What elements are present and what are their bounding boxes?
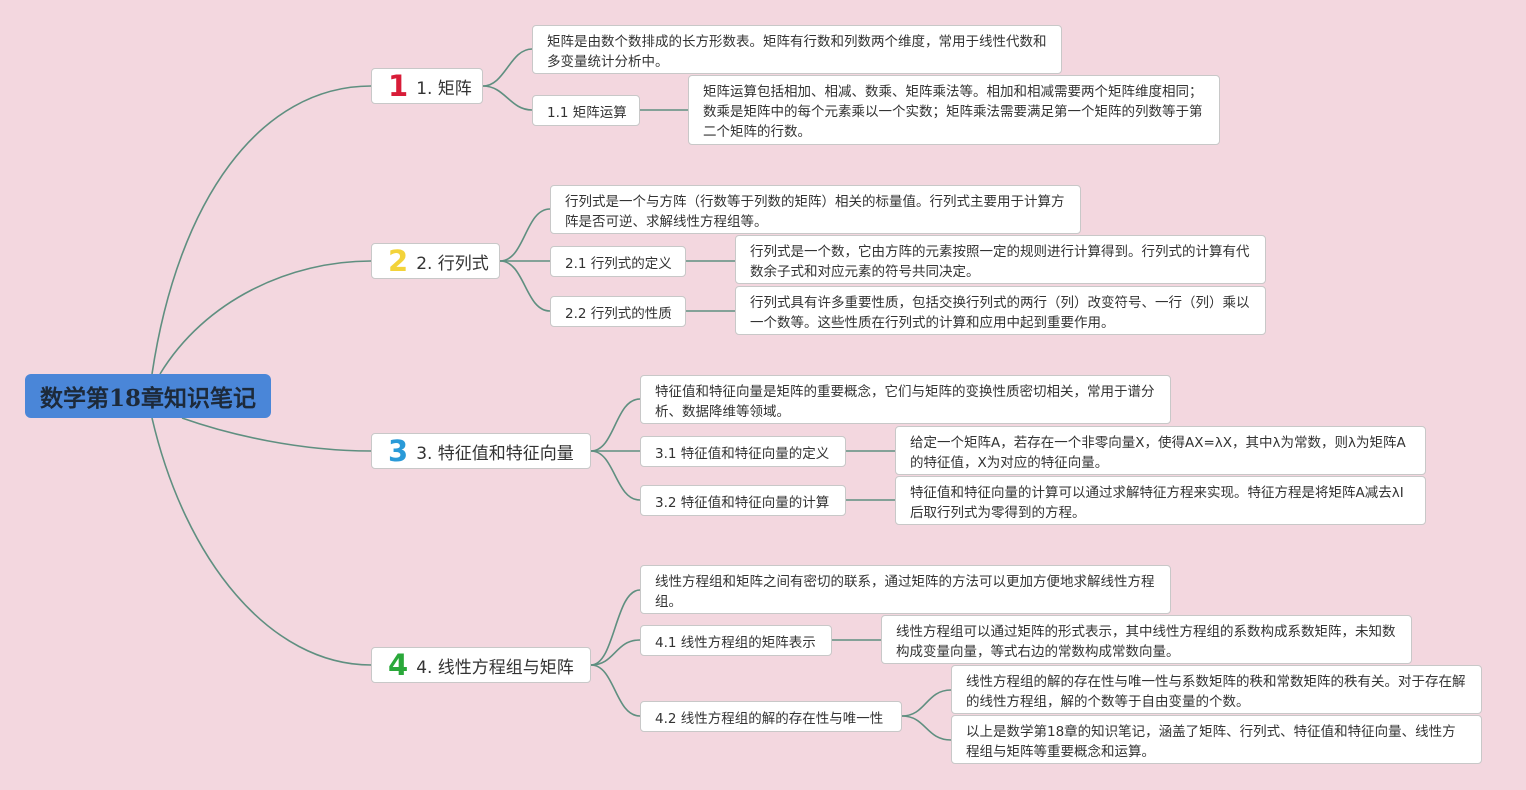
link-4-sub2: [590, 664, 641, 717]
summary-matrix[interactable]: 矩阵是由数个数排成的长方形数表。矩阵有行数和列数两个维度，常用于线性代数和多变量…: [532, 25, 1062, 74]
topic-eigen[interactable]: 3 3. 特征值和特征向量: [371, 433, 591, 469]
subtopic-label: 2.1 行列式的定义: [565, 255, 672, 272]
number-1-icon: 1: [388, 68, 409, 103]
summary-linear-systems[interactable]: 线性方程组和矩阵之间有密切的联系，通过矩阵的方法可以更加方便地求解线性方程组。: [640, 565, 1171, 614]
detail-4-1[interactable]: 线性方程组可以通过矩阵的形式表示，其中线性方程组的系数构成系数矩阵，未知数构成变…: [881, 615, 1412, 664]
summary-text: 行列式是一个与方阵（行数等于列数的矩阵）相关的标量值。行列式主要用于计算方阵是否…: [565, 194, 1065, 230]
topic-label: 3. 特征值和特征向量: [416, 443, 574, 464]
root-topic[interactable]: 数学第18章知识笔记: [25, 374, 271, 418]
summary-eigen[interactable]: 特征值和特征向量是矩阵的重要概念，它们与矩阵的变换性质密切相关，常用于谱分析、数…: [640, 375, 1171, 424]
detail-4-2-b[interactable]: 以上是数学第18章的知识笔记，涵盖了矩阵、行列式、特征值和特征向量、线性方程组与…: [951, 715, 1482, 764]
number-3-icon: 3: [388, 433, 409, 468]
detail-1-1[interactable]: 矩阵运算包括相加、相减、数乘、矩阵乘法等。相加和相减需要两个矩阵维度相同；数乘是…: [688, 75, 1220, 145]
link-1-sub1: [482, 85, 533, 111]
subtopic-label: 2.2 行列式的性质: [565, 305, 672, 322]
link-2-summary: [499, 208, 551, 262]
link-4.2-detail1: [901, 689, 952, 717]
topic-label: 1. 矩阵: [416, 78, 472, 99]
topic-matrix[interactable]: 1 1. 矩阵: [371, 68, 483, 104]
subtopic-3-1[interactable]: 3.1 特征值和特征向量的定义: [640, 436, 846, 467]
detail-2-2[interactable]: 行列式具有许多重要性质，包括交换行列式的两行（列）改变符号、一行（列）乘以一个数…: [735, 286, 1266, 335]
link-4.2-detail2: [901, 715, 952, 741]
detail-text: 矩阵运算包括相加、相减、数乘、矩阵乘法等。相加和相减需要两个矩阵维度相同；数乘是…: [703, 84, 1203, 140]
summary-text: 矩阵是由数个数排成的长方形数表。矩阵有行数和列数两个维度，常用于线性代数和多变量…: [547, 34, 1047, 70]
subtopic-1-1[interactable]: 1.1 矩阵运算: [532, 95, 640, 126]
subtopic-label: 3.1 特征值和特征向量的定义: [655, 445, 830, 462]
subtopic-3-2[interactable]: 3.2 特征值和特征向量的计算: [640, 485, 846, 516]
summary-text: 特征值和特征向量是矩阵的重要概念，它们与矩阵的变换性质密切相关，常用于谱分析、数…: [655, 384, 1155, 420]
topic-determinant[interactable]: 2 2. 行列式: [371, 243, 500, 279]
subtopic-4-1[interactable]: 4.1 线性方程组的矩阵表示: [640, 625, 832, 656]
number-4-icon: 4: [388, 647, 409, 682]
summary-text: 线性方程组和矩阵之间有密切的联系，通过矩阵的方法可以更加方便地求解线性方程组。: [655, 574, 1155, 610]
subtopic-label: 1.1 矩阵运算: [547, 104, 627, 121]
subtopic-label: 3.2 特征值和特征向量的计算: [655, 494, 830, 511]
detail-3-1[interactable]: 给定一个矩阵A，若存在一个非零向量X，使得AX=λX，其中λ为常数，则λ为矩阵A…: [895, 426, 1426, 475]
link-2-sub2: [499, 260, 551, 312]
detail-4-2-a[interactable]: 线性方程组的解的存在性与唯一性与系数矩阵的秩和常数矩阵的秩有关。对于存在解的线性…: [951, 665, 1482, 714]
link-root-2: [159, 260, 372, 375]
detail-text: 给定一个矩阵A，若存在一个非零向量X，使得AX=λX，其中λ为常数，则λ为矩阵A…: [910, 435, 1406, 471]
detail-text: 行列式具有许多重要性质，包括交换行列式的两行（列）改变符号、一行（列）乘以一个数…: [750, 295, 1250, 331]
topic-linear-systems[interactable]: 4 4. 线性方程组与矩阵: [371, 647, 591, 683]
subtopic-2-2[interactable]: 2.2 行列式的性质: [550, 296, 686, 327]
link-3-summary: [590, 398, 641, 452]
topic-label: 4. 线性方程组与矩阵: [416, 657, 574, 678]
root-title: 数学第18章知识笔记: [39, 385, 256, 412]
link-root-3: [181, 417, 372, 452]
detail-text: 以上是数学第18章的知识笔记，涵盖了矩阵、行列式、特征值和特征向量、线性方程组与…: [966, 724, 1456, 760]
subtopic-4-2[interactable]: 4.2 线性方程组的解的存在性与唯一性: [640, 701, 902, 732]
link-root-4: [151, 417, 372, 666]
link-root-1: [151, 85, 372, 375]
detail-3-2[interactable]: 特征值和特征向量的计算可以通过求解特征方程来实现。特征方程是将矩阵A减去λI后取…: [895, 476, 1426, 525]
link-3-sub2: [590, 450, 641, 501]
detail-2-1[interactable]: 行列式是一个数，它由方阵的元素按照一定的规则进行计算得到。行列式的计算有代数余子…: [735, 235, 1266, 284]
link-4-summary: [590, 589, 641, 666]
detail-text: 行列式是一个数，它由方阵的元素按照一定的规则进行计算得到。行列式的计算有代数余子…: [750, 244, 1250, 280]
summary-determinant[interactable]: 行列式是一个与方阵（行数等于列数的矩阵）相关的标量值。行列式主要用于计算方阵是否…: [550, 185, 1081, 234]
detail-text: 线性方程组可以通过矩阵的形式表示，其中线性方程组的系数构成系数矩阵，未知数构成变…: [896, 624, 1396, 660]
topic-label: 2. 行列式: [416, 253, 489, 274]
detail-text: 线性方程组的解的存在性与唯一性与系数矩阵的秩和常数矩阵的秩有关。对于存在解的线性…: [966, 674, 1466, 710]
link-4-sub1: [590, 639, 641, 666]
subtopic-2-1[interactable]: 2.1 行列式的定义: [550, 246, 686, 277]
link-1-summary: [482, 48, 533, 87]
number-2-icon: 2: [388, 243, 409, 278]
subtopic-label: 4.1 线性方程组的矩阵表示: [655, 634, 816, 651]
detail-text: 特征值和特征向量的计算可以通过求解特征方程来实现。特征方程是将矩阵A减去λI后取…: [910, 485, 1404, 521]
subtopic-label: 4.2 线性方程组的解的存在性与唯一性: [655, 710, 884, 727]
